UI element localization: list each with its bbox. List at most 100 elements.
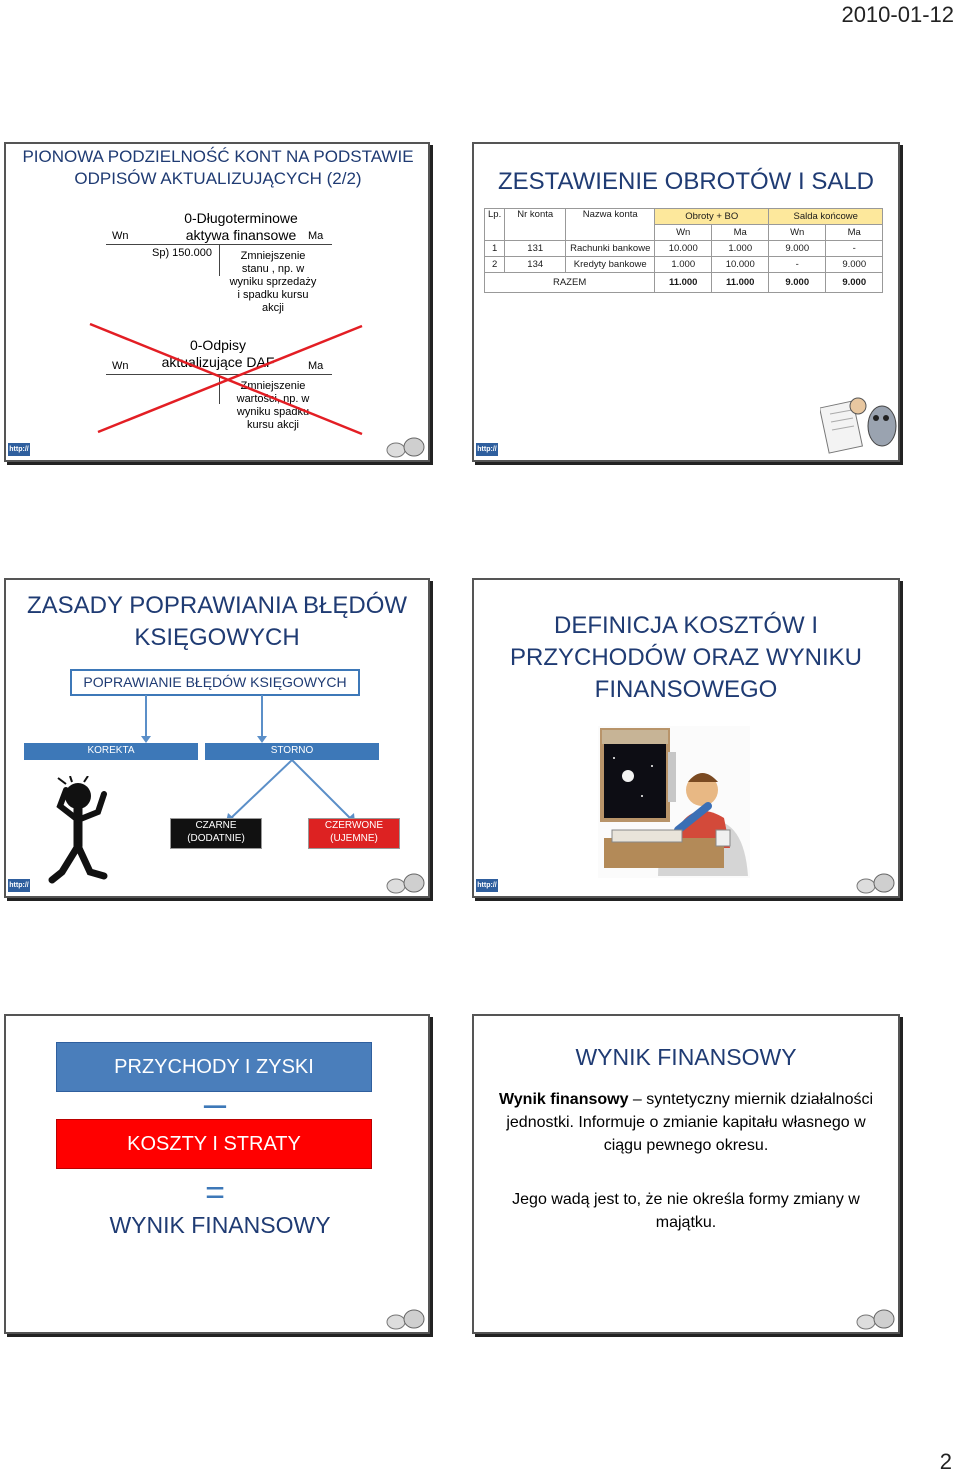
cell: 1 bbox=[483, 240, 506, 257]
storno-box: STORNO bbox=[205, 743, 379, 760]
header-cell: Wn bbox=[768, 224, 827, 241]
credit-line: akcji bbox=[261, 302, 284, 314]
reading-newspaper-clipart-icon bbox=[820, 397, 897, 454]
title-line: KSIĘGOWYCH bbox=[134, 624, 300, 651]
account-name-line2: aktywa finansowe bbox=[185, 227, 297, 243]
coins-icon bbox=[386, 873, 425, 894]
wn-label: Wn bbox=[112, 360, 129, 372]
slide-zasady-poprawiania: ZASADY POPRAWIANIA BŁĘDÓW KSIĘGOWYCH POP… bbox=[4, 578, 430, 898]
cell: 11.000 bbox=[711, 272, 770, 293]
page-number: 2 bbox=[939, 1449, 952, 1474]
cell: - bbox=[768, 256, 827, 273]
header-cell: Nr konta bbox=[504, 208, 567, 241]
header-cell: Lp. bbox=[483, 208, 506, 241]
header-cell: Obroty + BO bbox=[654, 208, 770, 225]
ma-label: Ma bbox=[308, 230, 324, 242]
przychody-box: PRZYCHODY I ZYSKI bbox=[56, 1042, 372, 1092]
cell: 2 bbox=[483, 256, 506, 273]
box-line: CZARNE bbox=[195, 820, 237, 831]
header-cell: Ma bbox=[825, 224, 884, 241]
table-row: 1 131 Rachunki bankowe 10.000 1.000 9.00… bbox=[483, 240, 884, 257]
tired-worker-at-desk-icon bbox=[598, 726, 750, 878]
cell: 9.000 bbox=[825, 272, 884, 293]
table-header-row: Lp. Nr konta Nazwa konta Obroty + BO Sal… bbox=[483, 208, 884, 241]
turnover-balance-table: Lp. Nr konta Nazwa konta Obroty + BO Sal… bbox=[483, 208, 884, 293]
slide-rachunek-wyniku: PRZYCHODY I ZYSKI – KOSZTY I STRATY = WY… bbox=[4, 1014, 430, 1334]
cell: 9.000 bbox=[768, 272, 827, 293]
credit-line: kursu akcji bbox=[247, 419, 299, 431]
table-subheader-row: Wn Ma Wn Ma bbox=[485, 224, 884, 241]
coins-icon bbox=[386, 437, 425, 458]
box-line: CZERWONE bbox=[324, 820, 384, 831]
credit-entry: Zmniejszenie wartości, np. w wyniku spad… bbox=[220, 380, 326, 432]
page-date: 2010-01-12 bbox=[841, 2, 954, 27]
cell: 10.000 bbox=[711, 256, 770, 273]
cell: 131 bbox=[504, 240, 567, 257]
header-cell: Nazwa konta bbox=[565, 208, 656, 241]
cell: - bbox=[825, 240, 884, 257]
coins-icon bbox=[386, 1309, 425, 1330]
account-name-line1: 0-Odpisy bbox=[189, 337, 247, 353]
cell: RAZEM bbox=[483, 272, 656, 293]
cell: 134 bbox=[504, 256, 567, 273]
coins-icon bbox=[856, 1309, 895, 1330]
table-row: 2 134 Kredyty bankowe 1.000 10.000 - 9.0… bbox=[483, 256, 884, 273]
slide-title: ZASADY POPRAWIANIA BŁĘDÓW KSIĘGOWYCH bbox=[6, 590, 428, 654]
title-line: ZASADY POPRAWIANIA BŁĘDÓW bbox=[26, 592, 408, 619]
credit-line: i spadku kursu bbox=[237, 289, 309, 301]
cell: 1.000 bbox=[711, 240, 770, 257]
account-name-line1: 0-Długoterminowe bbox=[184, 210, 298, 226]
czerwone-box: CZERWONE (UJEMNE) bbox=[308, 818, 400, 849]
debit-entry: Sp) 150.000 bbox=[152, 247, 212, 259]
slide-wynik-finansowy: WYNIK FINANSOWY Wynik finansowy – syntet… bbox=[472, 1014, 900, 1334]
title-line: FINANSOWEGO bbox=[594, 676, 778, 703]
definition-text: – syntetyczny miernik działalności jedno… bbox=[506, 1091, 874, 1154]
cell: Kredyty bankowe bbox=[565, 256, 656, 273]
cell: 10.000 bbox=[654, 240, 713, 257]
note-paragraph: Jego wadą jest to, że nie określa formy … bbox=[512, 1191, 860, 1231]
cell: 9.000 bbox=[768, 240, 827, 257]
header-cell: Ma bbox=[711, 224, 770, 241]
http-logo: http:// bbox=[476, 443, 498, 456]
header-cell: Salda końcowe bbox=[768, 208, 884, 225]
cell: Rachunki bankowe bbox=[565, 240, 656, 257]
koszty-box: KOSZTY I STRATY bbox=[56, 1119, 372, 1169]
poprawianie-bledow-box: POPRAWIANIE BŁĘDÓW KSIĘGOWYCH bbox=[70, 669, 360, 696]
credit-line: wyniku spadku bbox=[236, 406, 310, 418]
wn-label: Wn bbox=[112, 230, 129, 242]
table-total-row: RAZEM 11.000 11.000 9.000 9.000 bbox=[483, 272, 884, 293]
slide-pionowa-podzielnosc: PIONOWA PODZIELNOŚĆ KONT NA PODSTAWIE OD… bbox=[4, 142, 430, 462]
slide-title: ZESTAWIENIE OBROTÓW I SALD bbox=[497, 168, 875, 195]
korekta-box: KOREKTA bbox=[24, 743, 198, 760]
title-line: DEFINICJA KOSZTÓW I bbox=[553, 612, 818, 639]
defined-term: Wynik finansowy bbox=[498, 1091, 629, 1108]
header-cell: Wn bbox=[654, 224, 713, 241]
title-line: PRZYCHODÓW ORAZ WYNIKU bbox=[510, 644, 862, 671]
slide-zestawienie-obrotow: ZESTAWIENIE OBROTÓW I SALD Lp. Nr konta … bbox=[472, 142, 900, 462]
slide-title: DEFINICJA KOSZTÓW I PRZYCHODÓW ORAZ WYNI… bbox=[474, 610, 898, 706]
slide-title: PIONOWA PODZIELNOŚĆ KONT NA PODSTAWIE OD… bbox=[22, 147, 414, 188]
account-name-line2: aktualizujące DAF bbox=[161, 354, 275, 370]
definition-paragraph: Wynik finansowy – syntetyczny miernik dz… bbox=[494, 1088, 878, 1157]
ma-label: Ma bbox=[308, 360, 324, 372]
credit-entry: Zmniejszenie stanu , np. w wyniku sprzed… bbox=[220, 250, 326, 315]
red-cross-out-icon bbox=[89, 322, 363, 436]
credit-line: Zmniejszenie bbox=[240, 250, 306, 262]
slide-title: WYNIK FINANSOWY bbox=[575, 1044, 797, 1070]
coins-icon bbox=[856, 873, 895, 894]
cell: 9.000 bbox=[825, 256, 884, 273]
czarne-box: CZARNE (DODATNIE) bbox=[170, 818, 262, 849]
http-logo: http:// bbox=[8, 879, 30, 892]
minus-sign: – bbox=[203, 1082, 227, 1126]
stressed-stick-figure-icon bbox=[48, 776, 108, 884]
credit-line: Zmniejszenie bbox=[240, 380, 306, 392]
equals-sign: = bbox=[205, 1174, 225, 1212]
http-logo: http:// bbox=[8, 443, 30, 456]
slide-definicja-kosztow: DEFINICJA KOSZTÓW I PRZYCHODÓW ORAZ WYNI… bbox=[472, 578, 900, 898]
http-logo: http:// bbox=[476, 879, 498, 892]
box-line: (DODATNIE) bbox=[187, 833, 245, 844]
cell: 11.000 bbox=[654, 272, 713, 293]
credit-line: wyniku sprzedaży bbox=[229, 276, 317, 288]
credit-line: stanu , np. w bbox=[241, 263, 305, 275]
t-account-vertical-line bbox=[219, 244, 220, 276]
